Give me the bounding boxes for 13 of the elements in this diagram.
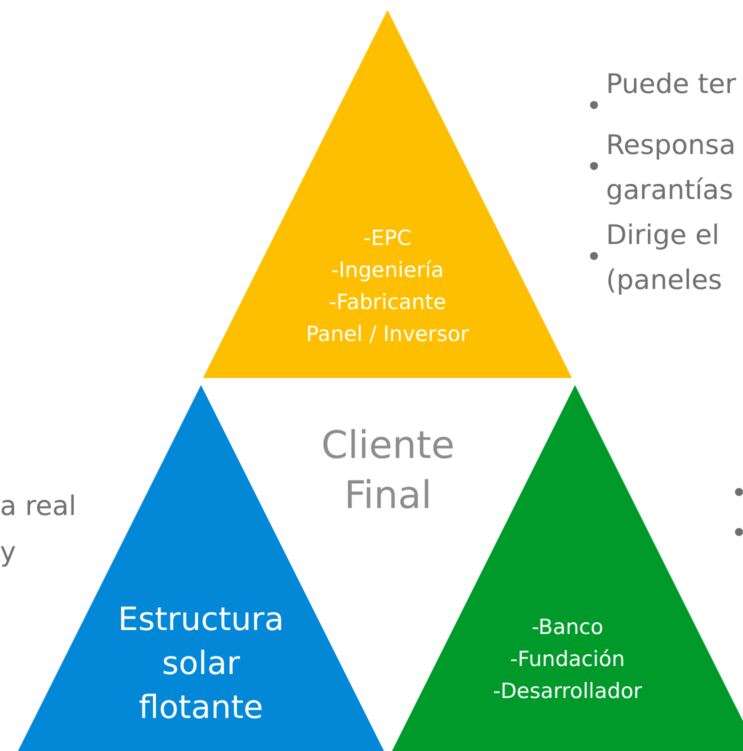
- side-text: a real y: [0, 490, 78, 570]
- triangle-label: -Ingeniería: [331, 257, 444, 284]
- triangle-label: -EPC: [363, 225, 412, 252]
- bullet-text: Puede ter: [606, 68, 736, 102]
- triangle-label: -Banco: [532, 614, 604, 641]
- triangle-label: -Fabricante: [328, 289, 446, 316]
- triangle-label: Estructura solar flotante: [116, 599, 286, 728]
- triangle-label: -Desarrollador: [492, 678, 642, 705]
- bullet-text: Dirige el (paneles: [606, 219, 724, 298]
- bullet-text: Responsa garantías: [606, 129, 737, 208]
- center-title: Cliente Final: [320, 422, 456, 519]
- triangle-label: -Fundación: [510, 646, 625, 673]
- triangle-label: Panel / Inversor: [306, 321, 469, 348]
